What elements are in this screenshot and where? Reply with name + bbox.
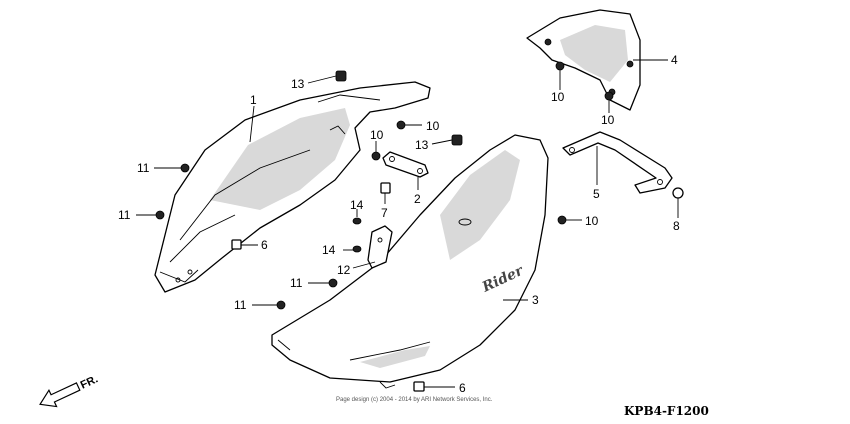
callout-7[interactable]: 7: [381, 206, 388, 220]
callout-14a[interactable]: 14: [350, 198, 364, 212]
nut-8[interactable]: [672, 187, 684, 199]
callout-1[interactable]: 1: [250, 93, 257, 107]
part-3-right-side-cover[interactable]: Rider: [271, 134, 549, 389]
clip-6-a[interactable]: [231, 239, 242, 250]
callout-8[interactable]: 8: [673, 219, 680, 233]
screw-11-c[interactable]: [328, 278, 338, 288]
screw-10-c[interactable]: [555, 61, 565, 71]
diagram-code: KPB4-F1200: [624, 404, 709, 418]
callout-3[interactable]: 3: [532, 293, 539, 307]
screw-10-e[interactable]: [557, 215, 567, 225]
callout-10e[interactable]: 10: [585, 214, 599, 228]
callout-13b[interactable]: 13: [415, 138, 429, 152]
copyright-notice: Page design (c) 2004 - 2014 by ARI Netwo…: [336, 397, 493, 403]
arrow-left-icon: [39, 382, 81, 408]
grommet-14-a[interactable]: [352, 217, 362, 225]
front-direction-marker: FR.: [39, 373, 100, 408]
callout-10d[interactable]: 10: [601, 113, 615, 127]
screw-10-d[interactable]: [604, 91, 614, 101]
callout-labels: 1 2 3 4 5 6 6 7 8 10 10 10 10 10 11 11 1…: [118, 53, 680, 395]
part-4-center-cover[interactable]: [526, 9, 641, 111]
callout-5[interactable]: 5: [593, 187, 600, 201]
grommet-14-b[interactable]: [352, 245, 362, 253]
callout-11b[interactable]: 11: [118, 208, 131, 222]
callout-10c[interactable]: 10: [551, 90, 565, 104]
callout-6a[interactable]: 6: [261, 238, 268, 252]
front-label: FR.: [79, 373, 100, 391]
screw-11-a[interactable]: [180, 163, 190, 173]
clip-6-b[interactable]: [413, 381, 425, 392]
screw-11-d[interactable]: [276, 300, 286, 310]
part-5-grab-rail[interactable]: [562, 131, 673, 194]
callout-2[interactable]: 2: [414, 192, 421, 206]
screw-11-b[interactable]: [155, 210, 165, 220]
bolt-13-mid[interactable]: [451, 134, 463, 146]
part-12-bracket[interactable]: [367, 225, 393, 269]
part-2-stay[interactable]: [382, 151, 429, 178]
screw-10-a[interactable]: [396, 120, 406, 130]
callout-14b[interactable]: 14: [322, 243, 336, 257]
callout-11d[interactable]: 11: [234, 298, 247, 312]
collar-7[interactable]: [380, 182, 391, 194]
callout-4[interactable]: 4: [671, 53, 678, 67]
callout-6b[interactable]: 6: [459, 381, 466, 395]
leader-lines: [136, 59, 679, 388]
callout-10a[interactable]: 10: [426, 119, 440, 133]
bolt-13-top[interactable]: [335, 70, 347, 82]
callout-11c[interactable]: 11: [290, 276, 303, 290]
callout-11a[interactable]: 11: [137, 161, 150, 175]
callout-12[interactable]: 12: [337, 263, 351, 277]
screw-10-b[interactable]: [371, 151, 381, 161]
callout-13a[interactable]: 13: [291, 77, 305, 91]
part-1-left-side-cover[interactable]: [154, 81, 431, 293]
callout-10b[interactable]: 10: [370, 128, 384, 142]
